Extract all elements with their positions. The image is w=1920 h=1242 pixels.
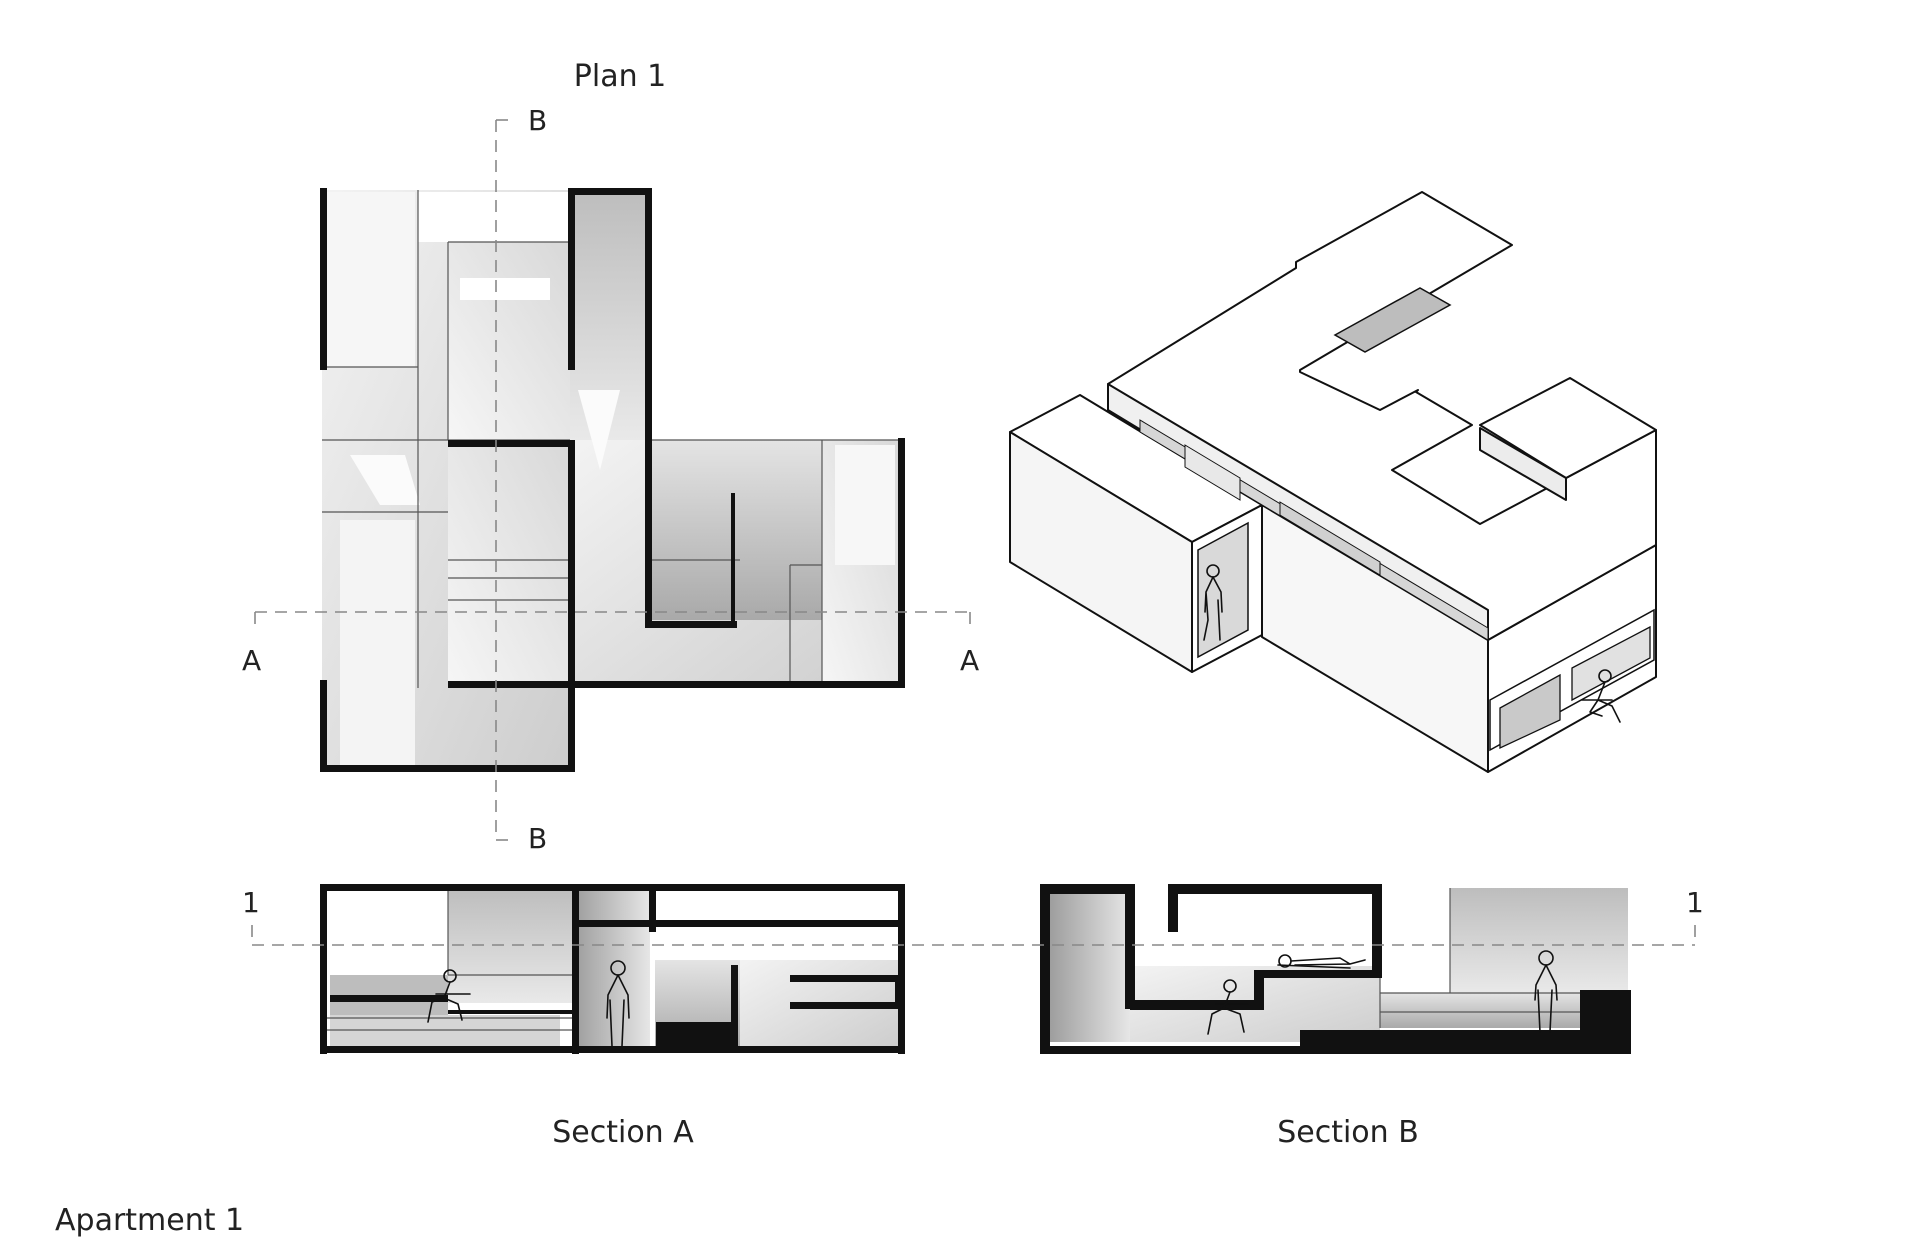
section-a-title: Section A [552, 1115, 694, 1150]
section-b-title: Section B [1277, 1115, 1419, 1150]
person-lying-section-b [1277, 954, 1366, 969]
level-cut-1: 1 1 [242, 886, 1704, 946]
marker-level-right: 1 [1686, 886, 1704, 919]
axonometric-view [1009, 191, 1657, 773]
marker-a-right: A [960, 644, 979, 677]
plan-view: Plan 1 [242, 59, 979, 855]
marker-b-bottom: B [528, 822, 547, 855]
person-standing-section-a [606, 960, 630, 1047]
section-b-view: Section B [1040, 884, 1632, 1150]
person-seated-section-a [427, 969, 471, 1023]
marker-b-top: B [528, 104, 547, 137]
person-standing-axo [1203, 564, 1223, 641]
person-standing-section-b [1534, 950, 1558, 1033]
marker-a-left: A [242, 644, 261, 677]
plan-walls [320, 188, 905, 772]
iso-roof-slab [1107, 191, 1657, 641]
section-a-view: Section A [320, 884, 905, 1150]
plan-section-cuts: B B A A [242, 104, 979, 855]
sheet-title: Apartment 1 [55, 1203, 244, 1238]
marker-level-left: 1 [242, 886, 260, 919]
plan-title: Plan 1 [574, 59, 666, 94]
plan-floor [322, 190, 902, 770]
person-seated-section-b [1207, 979, 1249, 1035]
person-seated-axo [1581, 669, 1621, 723]
